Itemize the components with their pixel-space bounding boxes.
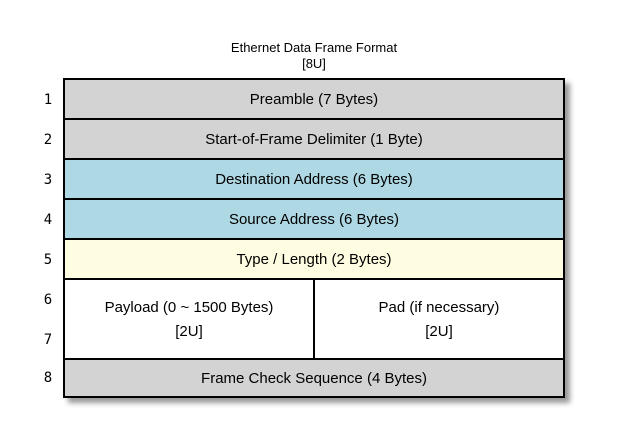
row-number-8: 8 bbox=[43, 370, 53, 386]
row-number-1: 1 bbox=[43, 92, 53, 108]
row-destination-address: Destination Address (6 Bytes) bbox=[65, 160, 563, 200]
diagram-title: Ethernet Data Frame Format [8U] bbox=[0, 40, 628, 72]
pad-units: [2U] bbox=[425, 322, 453, 340]
row-frame-check-sequence: Frame Check Sequence (4 Bytes) bbox=[65, 360, 563, 396]
cell-payload: Payload (0 ~ 1500 Bytes) [2U] bbox=[65, 280, 313, 358]
row-destination-label: Destination Address (6 Bytes) bbox=[215, 170, 413, 188]
payload-units: [2U] bbox=[175, 322, 203, 340]
pad-label: Pad (if necessary) bbox=[378, 298, 500, 316]
row-number-3: 3 bbox=[43, 172, 53, 188]
row-start-of-frame-delimiter: Start-of-Frame Delimiter (1 Byte) bbox=[65, 120, 563, 160]
diagram-title-line2: [8U] bbox=[302, 56, 326, 71]
row-payload-pad: Payload (0 ~ 1500 Bytes) [2U] Pad (if ne… bbox=[65, 280, 563, 360]
frame-table: Preamble (7 Bytes) Start-of-Frame Delimi… bbox=[63, 78, 565, 398]
row-number-5: 5 bbox=[43, 252, 53, 268]
row-source-label: Source Address (6 Bytes) bbox=[228, 210, 400, 228]
row-preamble-label: Preamble (7 Bytes) bbox=[249, 90, 379, 108]
diagram-title-line1: Ethernet Data Frame Format bbox=[230, 40, 398, 55]
row-fcs-label: Frame Check Sequence (4 Bytes) bbox=[201, 369, 427, 387]
row-type-length: Type / Length (2 Bytes) bbox=[65, 240, 563, 280]
row-preamble: Preamble (7 Bytes) bbox=[65, 80, 563, 120]
row-number-2: 2 bbox=[43, 132, 53, 148]
row-number-7: 7 bbox=[43, 332, 53, 348]
row-sfd-label: Start-of-Frame Delimiter (1 Byte) bbox=[205, 130, 423, 148]
row-number-6: 6 bbox=[43, 292, 53, 308]
payload-label: Payload (0 ~ 1500 Bytes) bbox=[104, 298, 274, 316]
row-source-address: Source Address (6 Bytes) bbox=[65, 200, 563, 240]
row-number-4: 4 bbox=[43, 212, 53, 228]
row-type-length-label: Type / Length (2 Bytes) bbox=[236, 250, 392, 268]
cell-pad: Pad (if necessary) [2U] bbox=[313, 280, 563, 358]
